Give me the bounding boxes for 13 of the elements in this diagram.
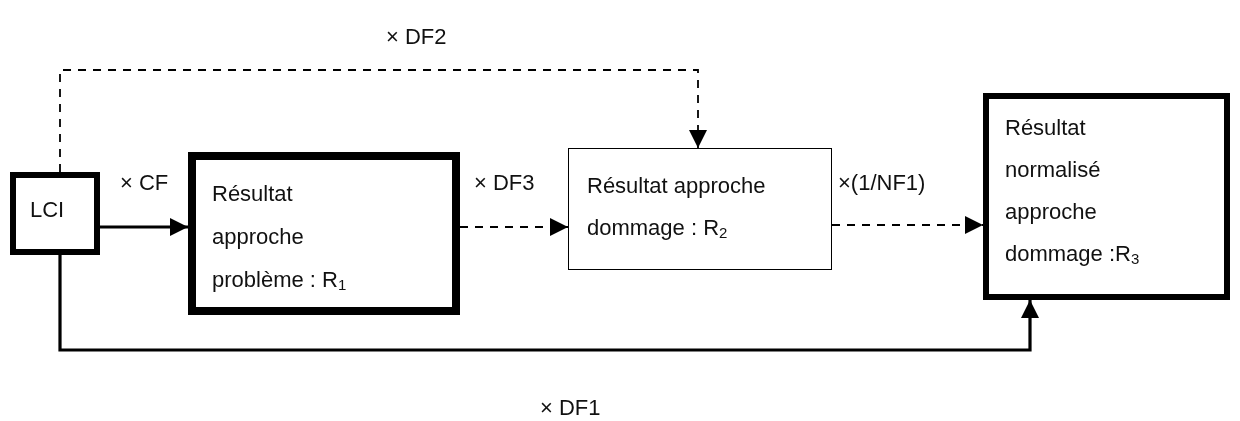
arrow — [59, 69, 707, 173]
arrow — [459, 218, 569, 236]
process-box — [568, 148, 832, 270]
process-box — [188, 152, 460, 315]
node-text: Résultat approche problème : R$_{1}$ — [212, 180, 348, 295]
process-box — [10, 172, 100, 255]
node-text: Résultat normalisé approche dommage :R$_{3}$ — [1005, 114, 1141, 269]
process-box — [983, 93, 1230, 300]
arrow — [58, 255, 1039, 352]
arrow — [831, 216, 984, 234]
node-text: Résultat approche dommage : R$_{2}$ — [587, 172, 767, 243]
arrow — [100, 218, 188, 236]
node-text: LCI — [30, 196, 66, 224]
